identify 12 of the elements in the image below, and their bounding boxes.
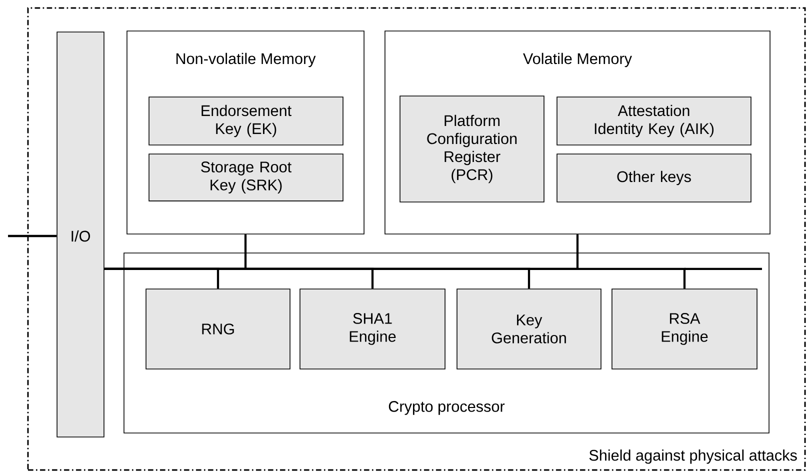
component-box: RSA Engine [612, 288, 758, 370]
component-box: Other keys [556, 154, 752, 202]
io-bar: I/O [56, 32, 104, 438]
component-box: Endorsement Key (EK) [148, 96, 344, 146]
component-box: Platform Configuration Register (PCR) [400, 96, 544, 202]
component-box: Key Generation [456, 288, 602, 370]
component-box: Storage Root Key (SRK) [148, 154, 344, 202]
bus-line [8, 234, 57, 238]
component-box: Attestation Identity Key (AIK) [556, 96, 752, 146]
bus-line [104, 268, 686, 289]
component-box: SHA1 Engine [300, 288, 446, 370]
component-box: RNG [146, 288, 290, 370]
